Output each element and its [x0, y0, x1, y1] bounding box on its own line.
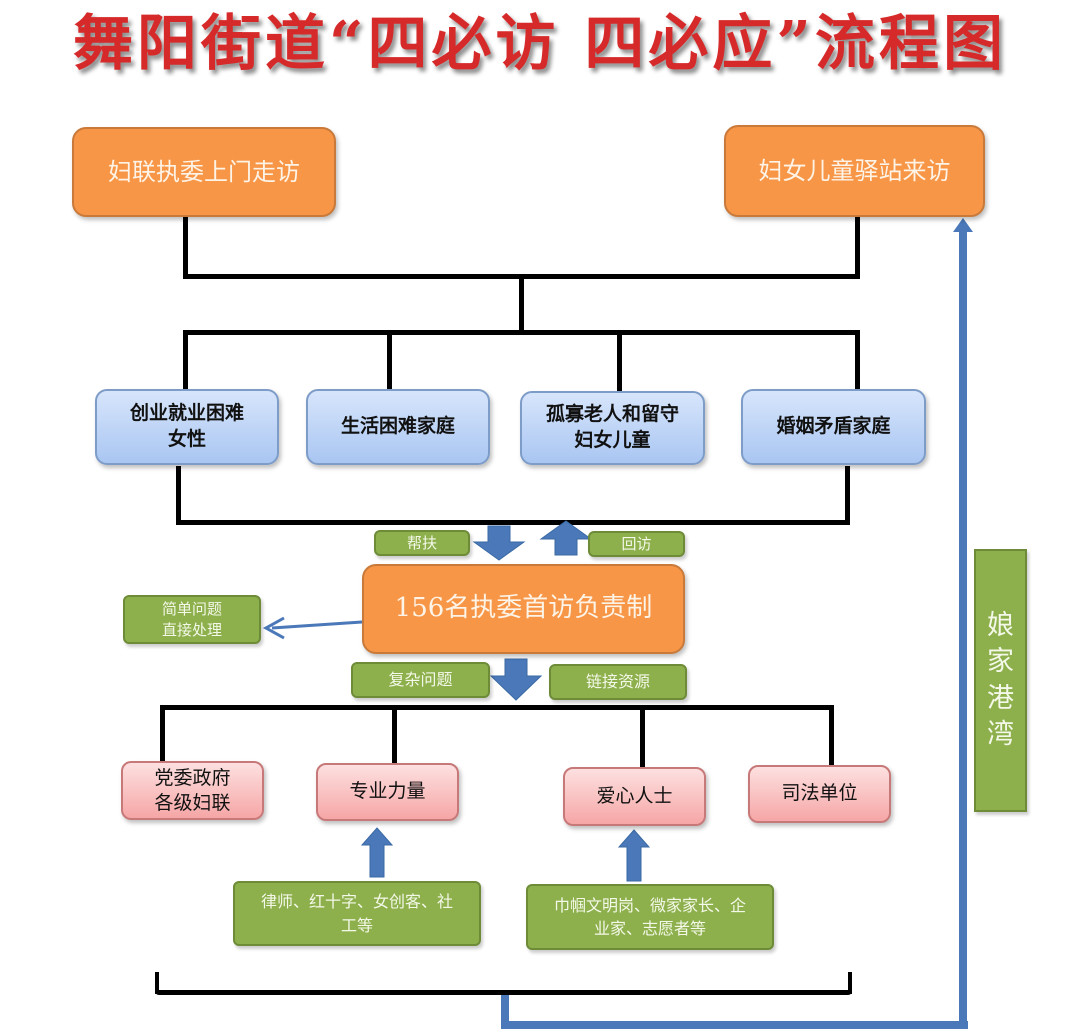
- flow-label-text: 回访: [621, 534, 652, 553]
- resource-detail-label: 律师、红十字、女创客、社 工等: [260, 892, 453, 935]
- connector-line: [855, 216, 860, 278]
- target-group-box[interactable]: 生活困难家庭: [306, 389, 490, 465]
- connector-line: [183, 330, 860, 335]
- connector-line: [176, 520, 850, 525]
- bottom-bracket: [155, 990, 852, 995]
- resource-label: 专业力量: [349, 780, 426, 803]
- resource-label: 爱心人士: [596, 784, 673, 807]
- resource-box[interactable]: 司法单位: [748, 765, 891, 823]
- connector-line: [617, 330, 622, 392]
- feedback-line: [501, 995, 509, 1029]
- resource-detail-box[interactable]: 律师、红十字、女创客、社 工等: [233, 881, 481, 946]
- flow-label-revisit: 回访: [588, 531, 685, 557]
- side-label-box: 娘 家 港 湾: [974, 549, 1027, 812]
- side-label: 娘 家 港 湾: [987, 609, 1014, 750]
- resource-box[interactable]: 爱心人士: [563, 767, 706, 826]
- flow-label-complex: 复杂问题: [351, 662, 490, 698]
- target-group-box[interactable]: 孤寡老人和留守 妇女儿童: [520, 391, 705, 465]
- target-group-label: 孤寡老人和留守 妇女儿童: [545, 403, 679, 451]
- center-box[interactable]: 156名执委首访负责制: [362, 564, 685, 654]
- target-group-label: 婚姻矛盾家庭: [776, 415, 891, 438]
- simple-problem-box[interactable]: 简单问题 直接处理: [123, 595, 261, 644]
- connector-line: [183, 216, 188, 278]
- connector-line: [160, 705, 834, 710]
- bottom-bracket: [155, 972, 159, 994]
- arrow-up-icon: [360, 827, 394, 878]
- source-box-home-visit[interactable]: 妇联执委上门走访: [72, 127, 336, 217]
- resource-label: 司法单位: [781, 782, 858, 805]
- resource-box[interactable]: 专业力量: [316, 763, 459, 821]
- target-group-box[interactable]: 婚姻矛盾家庭: [741, 389, 926, 465]
- feedback-line: [501, 1021, 968, 1029]
- arrow-up-icon: [953, 218, 973, 232]
- arrow-up-icon: [539, 520, 593, 556]
- target-group-box[interactable]: 创业就业困难 女性: [95, 389, 279, 465]
- connector-line: [160, 705, 165, 763]
- target-group-label: 创业就业困难 女性: [129, 402, 244, 450]
- source-box-station-visit[interactable]: 妇女儿童驿站来访: [724, 125, 985, 217]
- flow-label-link: 链接资源: [549, 664, 687, 700]
- flow-label-text: 帮扶: [406, 533, 437, 552]
- flow-label-help: 帮扶: [374, 530, 470, 556]
- flow-label-text: 链接资源: [585, 672, 650, 692]
- connector-line: [183, 330, 188, 392]
- page-title: 舞阳街道“四必访 四必应”流程图: [73, 9, 1007, 79]
- resource-detail-label: 巾帼文明岗、微家家长、企 业家、志愿者等: [553, 895, 746, 938]
- target-group-label: 生活困难家庭: [340, 415, 455, 438]
- resource-box[interactable]: 党委政府 各级妇联: [121, 761, 264, 820]
- connector-line: [176, 466, 181, 524]
- center-label: 156名执委首访负责制: [394, 593, 653, 624]
- flow-label-text: 复杂问题: [388, 670, 453, 690]
- arrow-up-icon: [617, 829, 651, 882]
- connector-line: [845, 466, 850, 524]
- arrow-down-icon: [472, 525, 526, 561]
- simple-label: 简单问题 直接处理: [161, 599, 222, 639]
- resource-label: 党委政府 各级妇联: [154, 766, 231, 814]
- arrow-left-icon: [262, 616, 285, 640]
- resource-detail-box[interactable]: 巾帼文明岗、微家家长、企 业家、志愿者等: [526, 884, 774, 950]
- bottom-bracket: [848, 972, 852, 994]
- connector-line: [640, 705, 645, 767]
- source-label: 妇女儿童驿站来访: [758, 156, 951, 185]
- connector-line: [829, 705, 834, 765]
- connector-line: [855, 330, 860, 392]
- arrow-down-icon: [489, 658, 543, 701]
- source-label: 妇联执委上门走访: [108, 157, 300, 186]
- feedback-line: [959, 228, 967, 1029]
- connector-line: [392, 705, 397, 763]
- connector-line: [519, 274, 524, 334]
- connector-line: [387, 330, 392, 392]
